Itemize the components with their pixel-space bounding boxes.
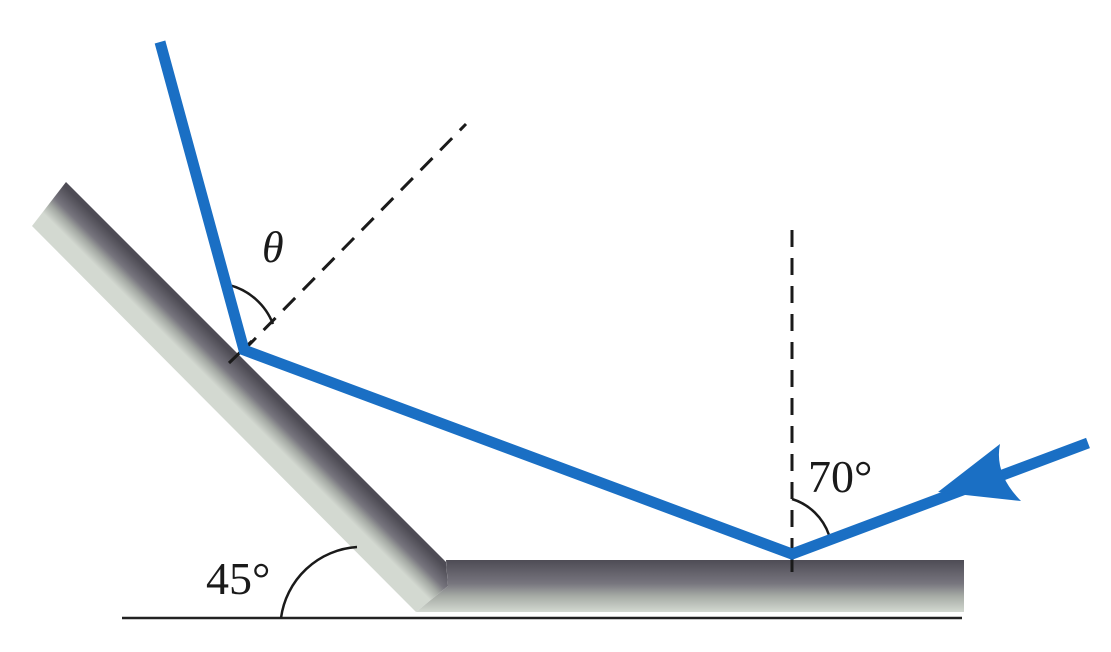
theta-label: θ <box>262 223 284 272</box>
slanted-mirror <box>32 182 448 612</box>
normal-line-slanted-mirror <box>242 122 468 352</box>
angle-arc-theta <box>228 283 275 325</box>
light-ray <box>154 40 1090 560</box>
ray-arrowhead-icon <box>938 444 1021 501</box>
angle-arc-45 <box>279 545 358 619</box>
angle-arc-70 <box>791 497 831 536</box>
mirror-angle-label: 45° <box>206 553 270 604</box>
incident-angle-label: 70° <box>808 451 872 502</box>
horizontal-mirror <box>416 560 964 612</box>
